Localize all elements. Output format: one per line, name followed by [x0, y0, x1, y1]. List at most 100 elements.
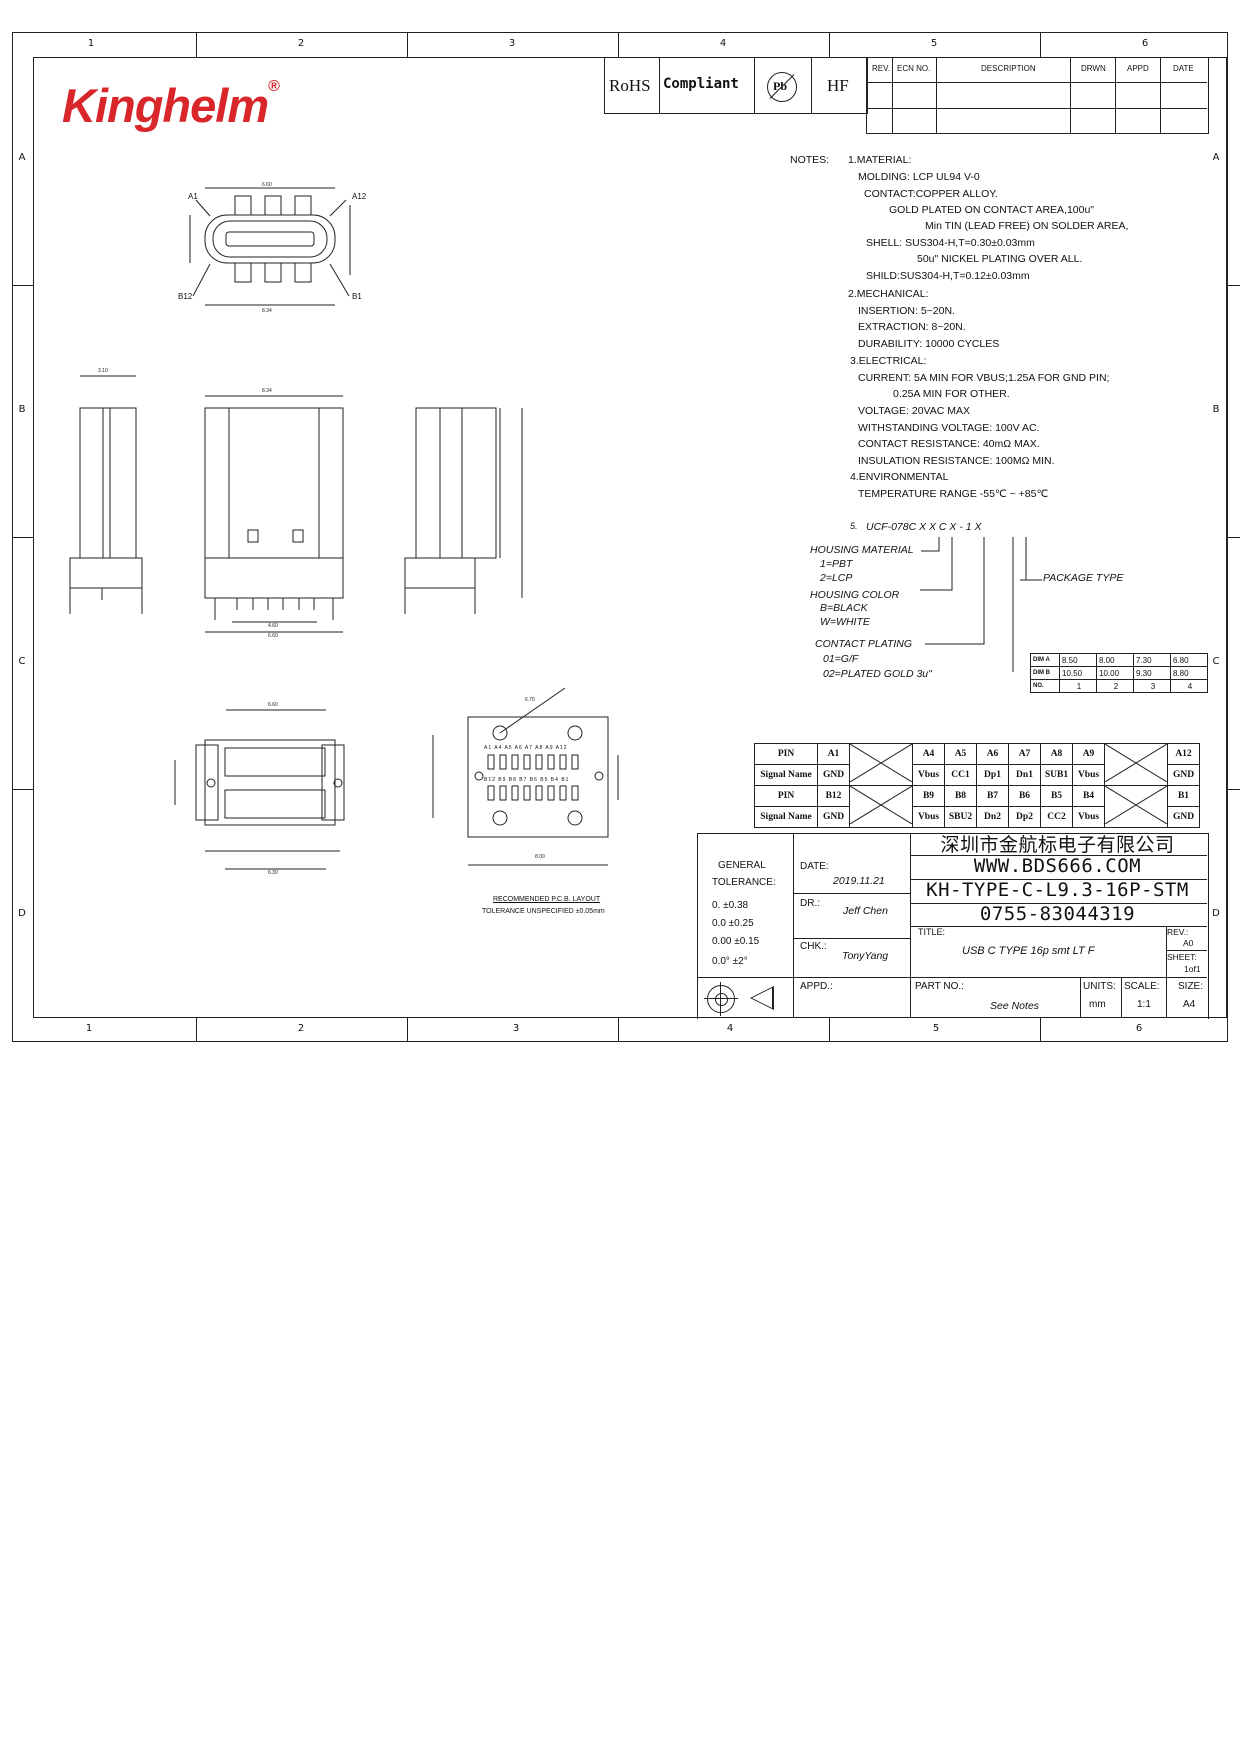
table-cell: B7 [976, 785, 1009, 807]
size-label: SIZE: [1178, 981, 1204, 992]
table-cell: Signal Name [754, 764, 818, 786]
housing-material-label: HOUSING MATERIAL [810, 544, 914, 556]
title-label: TITLE: [918, 927, 946, 937]
description-header: DESCRIPTION [981, 64, 1036, 73]
divider [910, 926, 1207, 927]
rohs-label: RoHS [609, 76, 651, 95]
svg-text:4.60: 4.60 [268, 623, 278, 629]
table-cell: A5 [944, 743, 977, 765]
tolerance-line: 0.00 ±0.15 [712, 936, 760, 947]
divider [892, 58, 893, 133]
divider [910, 833, 911, 1018]
zone-divider [1040, 1018, 1041, 1042]
divider [1115, 58, 1116, 133]
table-cell-crossed [1104, 785, 1168, 828]
table-cell: 4 [1170, 679, 1208, 693]
kinghelm-logo: Kinghelm® [62, 78, 280, 132]
table-cell: A4 [912, 743, 945, 765]
table-cell: 10.50 [1059, 666, 1097, 680]
scale-label: SCALE: [1124, 981, 1160, 992]
note-line: 4.ENVIRONMENTAL [850, 471, 949, 483]
note-line: 50u" NICKEL PLATING OVER ALL. [917, 253, 1083, 265]
tolerance-label: TOLERANCE: [712, 877, 776, 888]
divider [910, 855, 1207, 856]
zone-col-label: 5 [932, 1023, 940, 1034]
note-line: CONTACT RESISTANCE: 40mΩ MAX. [858, 438, 1040, 450]
note-line: MOLDING: LCP UL94 V-0 [858, 171, 980, 183]
table-cell: Dn2 [976, 806, 1009, 828]
drawn-by: Jeff Chen [843, 905, 888, 917]
table-cell: DIM B [1030, 666, 1060, 680]
zone-divider [12, 285, 33, 286]
tolerance-line: 0.0 ±0.25 [712, 918, 754, 929]
hf-label: HF [827, 76, 849, 95]
table-cell: GND [817, 806, 850, 828]
svg-text:8.00: 8.00 [535, 854, 545, 860]
table-cell: PIN [754, 743, 818, 765]
svg-text:6.70: 6.70 [525, 697, 535, 703]
svg-text:6.60: 6.60 [268, 633, 278, 639]
note-line: 2.MECHANICAL: [848, 288, 929, 300]
zone-divider [12, 537, 33, 538]
tolerance-line: 0. ±0.38 [712, 900, 749, 911]
table-cell: SUB1 [1040, 764, 1073, 786]
zone-col-label: 1 [87, 38, 95, 49]
note-line: SHELL: SUS304-H,T=0.30±0.03mm [866, 237, 1035, 249]
zone-col-label: 3 [512, 1023, 520, 1034]
company-website: WWW.BDS666.COM [973, 855, 1142, 877]
zone-divider [618, 33, 619, 57]
table-cell: GND [817, 764, 850, 786]
table-cell: B8 [944, 785, 977, 807]
divider [1070, 58, 1071, 133]
drwn-header: DRWN [1081, 64, 1106, 73]
note-line: 1.MATERIAL: [848, 154, 912, 166]
divider [811, 58, 812, 113]
table-cell: A1 [817, 743, 850, 765]
table-cell: CC2 [1040, 806, 1073, 828]
units-label: UNITS: [1083, 981, 1116, 992]
table-cell: 1 [1059, 679, 1097, 693]
pcb-layout-title: RECOMMENDED P.C.B. LAYOUT [493, 896, 601, 903]
zone-divider [1227, 285, 1240, 286]
note-line: GOLD PLATED ON CONTACT AREA,100u" [889, 204, 1095, 216]
notes-label: NOTES: [790, 154, 830, 166]
part-no-label: PART NO.: [915, 981, 964, 992]
divider [866, 108, 1207, 109]
table-cell: Vbus [1072, 764, 1105, 786]
note-line: INSULATION RESISTANCE: 100MΩ MIN. [858, 455, 1055, 467]
contact-plating-option: 02=PLATED GOLD 3u" [823, 668, 932, 680]
revision-table [866, 58, 1209, 134]
zone-row-label: A [1212, 152, 1220, 163]
projection-cone-icon [750, 986, 774, 1010]
drawing-frame [33, 57, 1227, 1018]
table-cell: 8.00 [1096, 653, 1134, 667]
table-cell: A9 [1072, 743, 1105, 765]
zone-divider [12, 789, 33, 790]
part-code-num: 5. [850, 521, 858, 531]
pin-a12-label: A12 [352, 192, 367, 201]
table-cell: B9 [912, 785, 945, 807]
company-phone: 0755-83044319 [979, 903, 1136, 925]
table-cell: CC1 [944, 764, 977, 786]
sheet-label: SHEET: [1167, 952, 1197, 962]
note-line: VOLTAGE: 20VAC MAX [858, 405, 971, 417]
pin-b1-label: B1 [352, 292, 362, 301]
zone-divider [407, 1018, 408, 1042]
zone-row-label: C [18, 656, 26, 667]
part-number-title: KH-TYPE-C-L9.3-16P-STM [926, 879, 1189, 901]
table-cell: 2 [1096, 679, 1134, 693]
rev-value: A0 [1183, 938, 1194, 948]
pin-assignment-table: PIN A1 A4 A5 A6 A7 A8 A9 A12 Signal Name… [754, 743, 1200, 828]
table-cell: A6 [976, 743, 1009, 765]
note-line: EXTRACTION: 8~20N. [858, 321, 966, 333]
units-value: mm [1089, 999, 1106, 1010]
table-cell: 8.80 [1170, 666, 1208, 680]
table-cell: B5 [1040, 785, 1073, 807]
zone-col-label: 2 [297, 38, 305, 49]
contact-plating-label: CONTACT PLATING [815, 638, 913, 650]
divider [754, 58, 755, 113]
pcb-bottom-pin-labels: B12 B9 B8 B7 B6 B5 B4 B1 [484, 777, 570, 783]
table-cell: B6 [1008, 785, 1041, 807]
